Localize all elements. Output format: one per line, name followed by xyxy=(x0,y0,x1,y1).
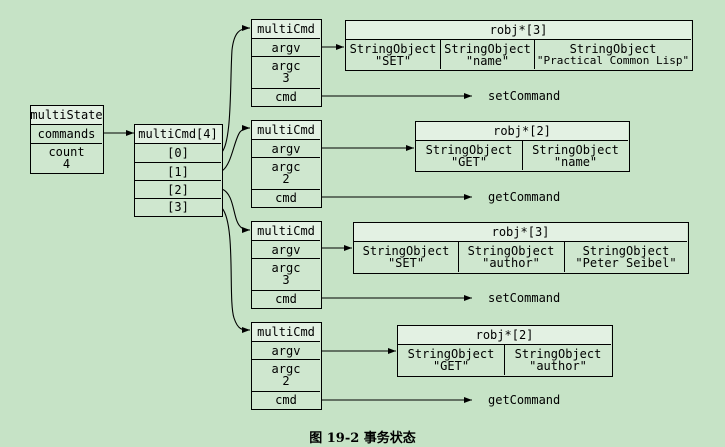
argv-field: argv xyxy=(271,141,301,156)
robj-title: robj*[2] xyxy=(416,122,628,140)
robj-array-box: robj*[2] StringObject "GET" StringObject… xyxy=(415,121,630,172)
multistate-title: multiState xyxy=(30,106,103,124)
multicmd-box: multiCmd argv argc 2 cmd xyxy=(251,120,322,208)
multicmd-box: multiCmd argv argc 3 cmd xyxy=(251,221,322,309)
cmd-field: cmd xyxy=(275,393,297,407)
string-object-value: "author" xyxy=(529,359,587,373)
argc-value: 2 xyxy=(282,374,290,388)
command-array-title: multiCmd[4] xyxy=(135,125,221,143)
string-object-value: "Practical Common Lisp" xyxy=(536,53,690,67)
string-object-type: StringObject xyxy=(569,41,657,56)
arrow-slot1-to-cmd2 xyxy=(221,125,251,172)
command-slot: [2] xyxy=(167,182,189,197)
argv-field: argv xyxy=(271,40,301,55)
string-object: StringObject "GET" xyxy=(398,345,504,375)
string-object: StringObject "Practical Common Lisp" xyxy=(535,40,691,69)
argc-value: 2 xyxy=(282,172,290,186)
robj-title: robj*[3] xyxy=(354,223,687,241)
string-object-value: "Peter Seibel" xyxy=(575,256,677,270)
string-object-value: "GET" xyxy=(450,154,488,169)
argc-value: 3 xyxy=(282,273,290,287)
argc-label: argc xyxy=(271,261,301,275)
robj-title: robj*[2] xyxy=(398,326,611,344)
arrow-slot0-to-cmd1 xyxy=(221,25,251,153)
command-function-label: setCommand xyxy=(488,291,561,305)
command-slot: [1] xyxy=(167,164,189,179)
multicmd-box: multiCmd argv argc 3 cmd xyxy=(251,19,322,107)
robj-array-box: robj*[3] StringObject "SET" StringObject… xyxy=(345,20,693,71)
string-object: StringObject "GET" xyxy=(416,141,522,170)
command-function-label: getCommand xyxy=(488,190,561,204)
command-slot: [3] xyxy=(167,200,189,214)
command-array-box: multiCmd[4] [0] [1] [2] [3] xyxy=(134,124,223,217)
argc-label: argc xyxy=(271,59,301,73)
string-object-type: StringObject xyxy=(514,347,602,361)
multicmd-title: multiCmd xyxy=(252,222,320,240)
multicmd-box: multiCmd argv argc 2 cmd xyxy=(251,322,322,410)
argv-field: argv xyxy=(271,343,301,358)
string-object: StringObject "author" xyxy=(505,345,611,375)
figure-caption: 图 19-2 事务状态 xyxy=(309,431,416,446)
string-object: StringObject "name" xyxy=(523,141,628,170)
string-object-type: StringObject xyxy=(362,244,450,258)
command-function-label: setCommand xyxy=(488,89,561,103)
robj-array-box: robj*[2] StringObject "GET" StringObject… xyxy=(397,325,613,377)
argc-value: 3 xyxy=(282,71,290,85)
count-field: count 4 xyxy=(31,144,102,172)
command-function-label: getCommand xyxy=(488,393,561,407)
string-object-value: "SET" xyxy=(387,256,425,270)
robj-array-box: robj*[3] StringObject "SET" StringObject… xyxy=(353,222,689,274)
argc-field: argc 2 xyxy=(252,158,320,188)
argc-field: argc 3 xyxy=(252,57,320,87)
arrow-slot2-to-cmd3 xyxy=(221,188,251,233)
string-object-value: "name" xyxy=(465,53,510,68)
commands-field: commands xyxy=(37,127,96,141)
string-object-type: StringObject xyxy=(467,244,555,258)
cmd-field: cmd xyxy=(275,191,297,205)
multicmd-title: multiCmd xyxy=(252,323,320,341)
string-object-value: "SET" xyxy=(374,53,412,68)
cmd-field: cmd xyxy=(275,292,297,306)
command-slot: [0] xyxy=(167,145,189,160)
multicmd-title: multiCmd xyxy=(252,121,320,139)
argc-field: argc 2 xyxy=(252,360,320,390)
cmd-field: cmd xyxy=(275,90,297,104)
count-value: 4 xyxy=(62,157,71,171)
string-object: StringObject "SET" xyxy=(346,40,440,69)
string-object: StringObject "author" xyxy=(459,242,563,272)
string-object: StringObject "name" xyxy=(441,40,534,69)
string-object-type: StringObject xyxy=(425,142,513,157)
string-object-type: StringObject xyxy=(532,142,619,157)
argv-field: argv xyxy=(271,242,301,257)
string-object-type: StringObject xyxy=(444,41,531,56)
string-object-type: StringObject xyxy=(582,244,670,258)
string-object-value: "author" xyxy=(482,256,540,270)
string-object-type: StringObject xyxy=(407,347,495,361)
argc-field: argc 3 xyxy=(252,259,320,289)
robj-title: robj*[3] xyxy=(346,21,691,39)
string-object-value: "name" xyxy=(553,154,598,169)
string-object: StringObject "SET" xyxy=(354,242,458,272)
multistate-box: multiState commands count 4 xyxy=(30,105,104,174)
arrow-slot3-to-cmd4 xyxy=(221,207,251,333)
string-object: StringObject "Peter Seibel" xyxy=(565,242,687,272)
argc-label: argc xyxy=(271,362,301,376)
argc-label: argc xyxy=(271,160,301,174)
multicmd-title: multiCmd xyxy=(252,20,320,38)
count-label: count xyxy=(48,145,85,159)
string-object-value: "GET" xyxy=(432,359,470,373)
string-object-type: StringObject xyxy=(349,41,437,56)
